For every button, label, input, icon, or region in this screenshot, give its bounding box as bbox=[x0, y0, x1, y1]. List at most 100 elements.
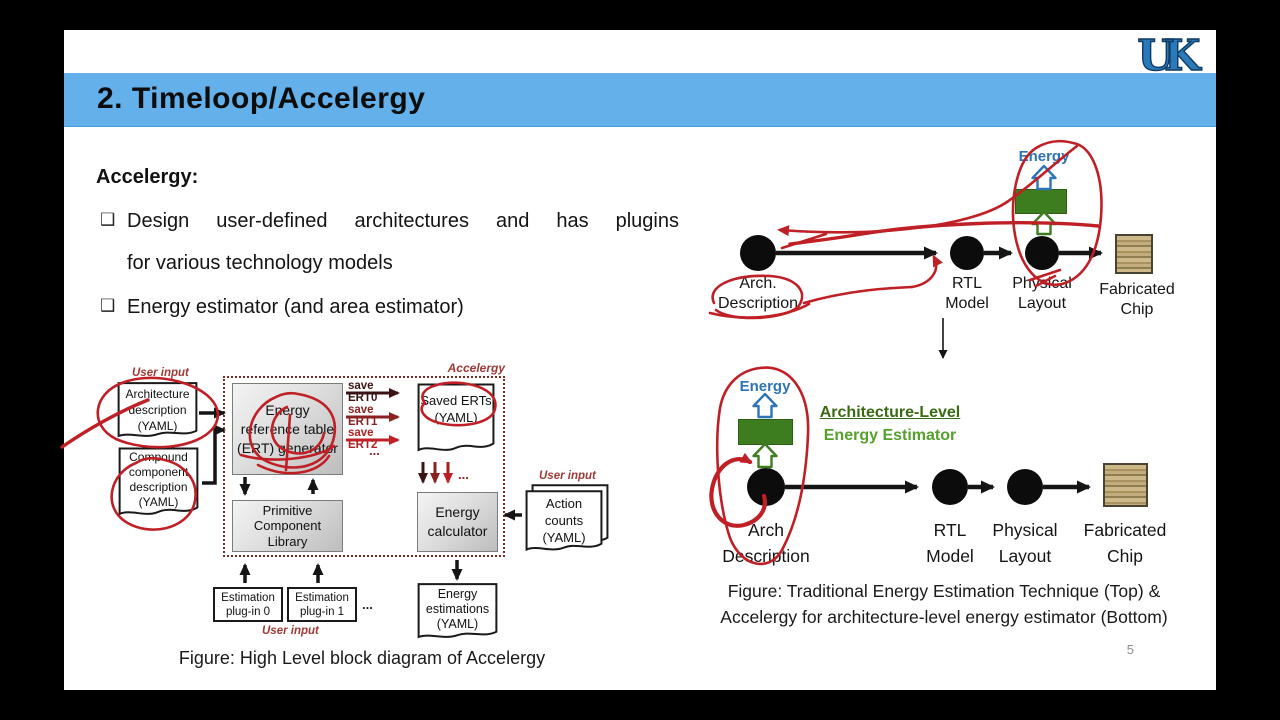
doc-line: Energy bbox=[437, 587, 478, 601]
up-arrow-icon bbox=[752, 442, 778, 469]
box-line: Estimation bbox=[221, 591, 275, 604]
node-label: Arch. Description bbox=[703, 274, 813, 314]
up-arrow-icon bbox=[1031, 164, 1057, 191]
box-line: reference table bbox=[240, 420, 335, 437]
user-input-label-right: User input bbox=[539, 470, 596, 482]
estimation-plugin1-box: Estimation plug-in 1 bbox=[287, 587, 357, 622]
energy-estimator-block-bottom bbox=[738, 419, 793, 445]
ert-generator-box: Energy reference table (ERT) generator bbox=[232, 383, 343, 475]
user-input-label-top: User input bbox=[132, 367, 189, 379]
node-label: RTL Model bbox=[912, 274, 1022, 314]
estimation-plugin0-box: Estimation plug-in 0 bbox=[213, 587, 283, 622]
doc-line: (YAML) bbox=[137, 419, 178, 433]
bullet-line: Design user-defined architectures and ha… bbox=[127, 210, 679, 232]
left-figure-caption: Figure: High Level block diagram of Acce… bbox=[178, 648, 546, 668]
estimator-line1: Architecture-Level bbox=[819, 404, 961, 421]
up-arrow-icon bbox=[752, 392, 778, 419]
bullet-line: Energy estimator (and area estimator) bbox=[127, 296, 464, 318]
node-label-line: Chip bbox=[1107, 546, 1143, 566]
energy-estimation-diagrams: Energy Arch. Description RTL Model Physi… bbox=[684, 139, 1204, 685]
save-ert1-label: save ERT1 bbox=[348, 404, 378, 428]
architecture-description-doc: Architecture description (YAML) bbox=[117, 382, 198, 440]
box-line: Energy bbox=[265, 401, 310, 418]
up-arrow-icon bbox=[1031, 210, 1057, 236]
caption-line: Figure: Traditional Energy Estimation Te… bbox=[727, 581, 1161, 601]
node-label-line: Physical bbox=[992, 520, 1058, 540]
down-ellipsis: ... bbox=[458, 467, 469, 482]
node-label-line: Description bbox=[722, 546, 810, 566]
node-label-line: RTL bbox=[952, 275, 982, 292]
right-figure-caption: Figure: Traditional Energy Estimation Te… bbox=[684, 578, 1204, 630]
compound-component-doc: Compound component description (YAML) bbox=[118, 447, 199, 519]
node-label-line: Layout bbox=[1017, 295, 1067, 312]
doc-line: description bbox=[128, 403, 187, 417]
section-heading: Accelergy: bbox=[96, 166, 199, 188]
box-line: plug-in 0 bbox=[225, 605, 271, 618]
node-label-line: RTL bbox=[933, 520, 967, 540]
caption-line: Accelergy for architecture-level energy … bbox=[720, 607, 1168, 627]
save-ellipsis: ... bbox=[369, 443, 380, 458]
box-line: Energy bbox=[435, 504, 480, 520]
node-label: Arch Description bbox=[711, 517, 821, 569]
doc-line: (YAML) bbox=[542, 530, 586, 545]
node-label-line: Description bbox=[717, 295, 799, 312]
node-label-line: Chip bbox=[1120, 301, 1154, 318]
physical-layout-node-top bbox=[1025, 236, 1059, 270]
box-line: Primitive bbox=[262, 502, 313, 518]
bullet-text: Energy estimator (and area estimator) bbox=[127, 286, 679, 328]
doc-line: estimations bbox=[425, 602, 490, 616]
bullet-line: for various technology models bbox=[127, 252, 393, 274]
energy-calculator-box: Energy calculator bbox=[417, 492, 498, 552]
doc-line: Saved ERTs bbox=[420, 393, 492, 408]
arch-description-node-top bbox=[740, 235, 776, 271]
box-line: Component bbox=[253, 518, 322, 534]
node-label-line: Fabricated bbox=[1083, 520, 1167, 540]
energy-estimator-block-top bbox=[1015, 189, 1067, 214]
accelergy-block-diagram: User input Accelergy Architecture descri… bbox=[60, 355, 644, 690]
node-label: Physical Layout bbox=[970, 517, 1080, 569]
saved-erts-doc: Saved ERTs (YAML) bbox=[417, 383, 495, 455]
node-label: Fabricated Chip bbox=[1070, 517, 1180, 569]
doc-line: (YAML) bbox=[434, 410, 478, 425]
energy-label-bottom: Energy bbox=[739, 378, 791, 395]
action-counts-doc: Action counts (YAML) bbox=[525, 490, 603, 554]
node-label: RTL Model bbox=[895, 517, 1005, 569]
box-line: plug-in 1 bbox=[299, 605, 345, 618]
rtl-model-node-bottom bbox=[932, 469, 968, 505]
page-title: 2. Timeloop/Accelergy bbox=[97, 82, 426, 115]
plugins-ellipsis: ... bbox=[362, 597, 373, 612]
rtl-model-node-top bbox=[950, 236, 984, 270]
accelergy-label: Accelergy bbox=[447, 361, 505, 375]
energy-estimations-doc: Energy estimations (YAML) bbox=[417, 583, 498, 641]
doc-line: (YAML) bbox=[138, 495, 179, 509]
doc-line: description bbox=[129, 480, 188, 494]
energy-label-top: Energy bbox=[1018, 148, 1070, 165]
node-label-line: Arch. bbox=[739, 275, 777, 292]
bullet-square-icon: ❑ bbox=[100, 296, 116, 315]
user-input-label-bottom: User input bbox=[262, 625, 319, 637]
bullet-text: Design user-defined architectures and ha… bbox=[127, 200, 679, 284]
doc-line: counts bbox=[544, 513, 584, 528]
node-label-line: Physical bbox=[1012, 275, 1072, 292]
uk-logo: UK UK bbox=[1134, 32, 1208, 76]
slide: UK UK 2. Timeloop/Accelergy Accelergy: ❑… bbox=[60, 30, 1216, 690]
bullet-square-icon: ❑ bbox=[100, 210, 116, 229]
doc-line: component bbox=[128, 465, 189, 479]
doc-line: Compound bbox=[129, 450, 188, 464]
uk-logo-text: UK bbox=[1137, 32, 1202, 76]
fabricated-chip-image-bottom bbox=[1103, 463, 1148, 507]
accelergy-boundary-box bbox=[223, 376, 505, 557]
node-label-line: Layout bbox=[998, 546, 1052, 566]
node-label-line: Model bbox=[945, 295, 989, 312]
node-label-line: Fabricated bbox=[1099, 281, 1175, 298]
node-label: Fabricated Chip bbox=[1082, 280, 1192, 320]
box-line: calculator bbox=[427, 523, 488, 539]
architecture-level-estimator-label: Architecture-Level Energy Estimator bbox=[800, 401, 980, 447]
arch-description-node-bottom bbox=[747, 468, 785, 506]
doc-line: (YAML) bbox=[436, 617, 479, 631]
page-number: 5 bbox=[1126, 642, 1134, 657]
fabricated-chip-image-top bbox=[1115, 234, 1153, 274]
physical-layout-node-bottom bbox=[1007, 469, 1043, 505]
node-label-line: Arch bbox=[748, 520, 784, 540]
